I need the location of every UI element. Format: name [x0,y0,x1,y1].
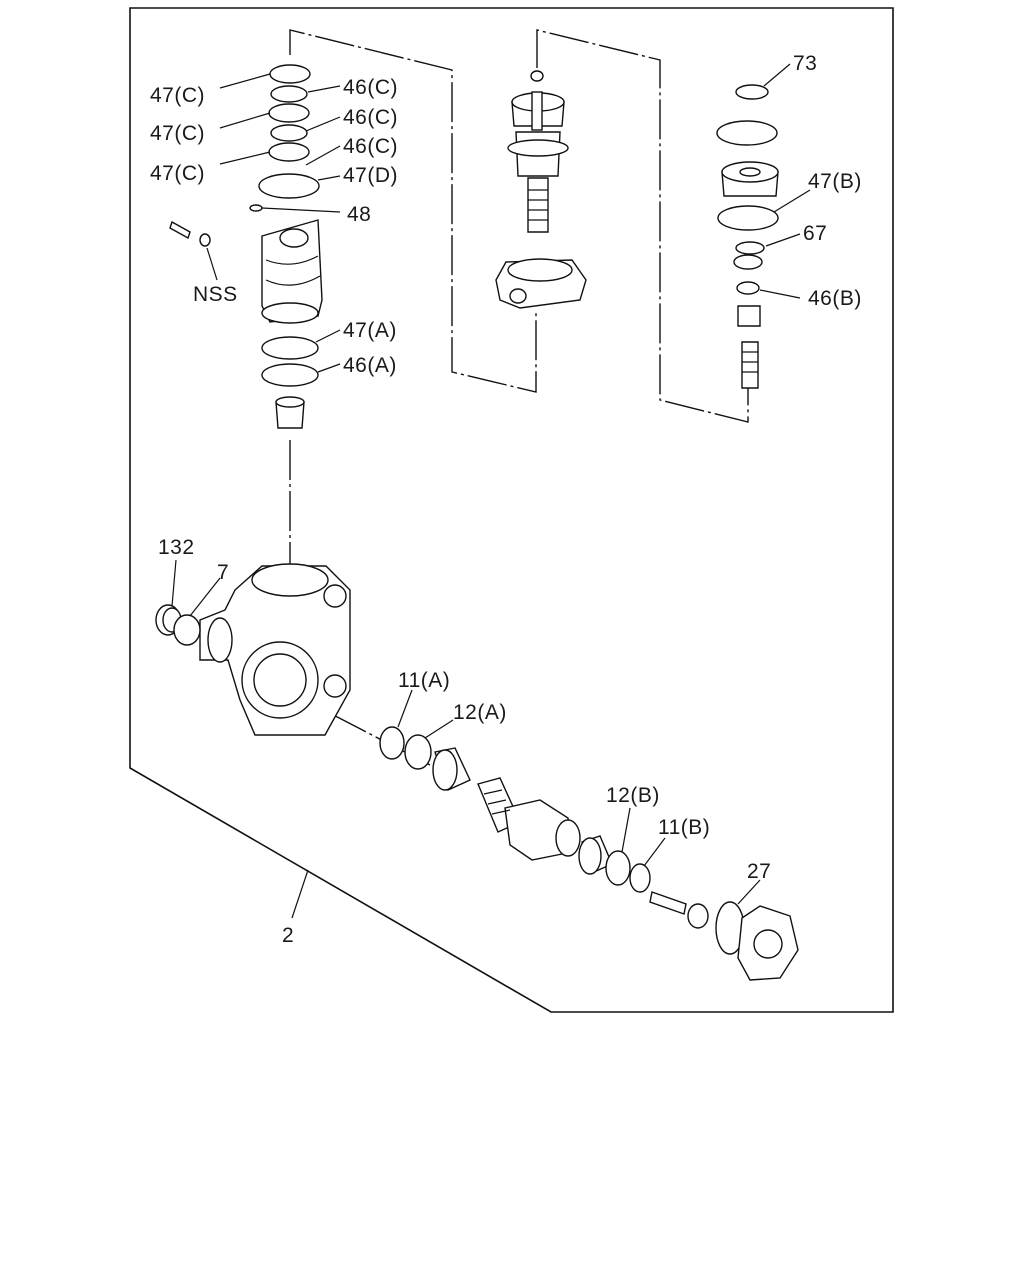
ring-47b [717,205,779,231]
needle-bearing-b [578,835,613,875]
label-46c-3: 46(C) [343,135,398,158]
assembly-frame [129,7,894,1013]
ring-12b [605,850,631,886]
label-nss: NSS [193,283,238,306]
ring-46c-2 [270,124,308,142]
label-47b: 47(B) [808,170,862,193]
label-11a: 11(A) [398,669,450,692]
label-47c-1: 47(C) [150,84,205,107]
bearing-67 [735,241,765,255]
ring-47c-2 [268,103,310,123]
ring-47d [258,173,320,199]
ring-46c-1 [270,85,308,103]
label-46b: 46(B) [808,287,862,310]
label-132: 132 [158,536,195,559]
input-shaft [737,305,761,389]
label-73: 73 [793,52,817,75]
ring-11a [379,726,405,760]
gear-housing [199,563,351,736]
ring-47c-1 [269,64,311,84]
label-2: 2 [282,924,294,947]
label-47c-3: 47(C) [150,162,205,185]
leader-lines [171,63,811,919]
label-46c-1: 46(C) [343,76,398,99]
label-27: 27 [747,860,771,883]
ring-upper-right [716,120,778,146]
bolt-nss [169,220,211,247]
bearing-lower [733,254,763,270]
seal-ring-stack [249,64,320,212]
valve-assembly [507,70,569,233]
label-46c-2: 46(C) [343,106,398,129]
label-47a: 47(A) [343,319,397,342]
label-11b: 11(B) [658,816,710,839]
label-12b: 12(B) [606,784,660,807]
ring-46a [261,363,319,387]
label-47d: 47(D) [343,164,398,187]
ring-47a [261,336,319,360]
label-67: 67 [803,222,827,245]
sector-shaft [477,777,581,861]
adjuster-plug [721,161,779,197]
ring-7 [173,614,201,646]
valve-housing-cap [495,258,587,309]
washer-73 [735,84,769,100]
piston [261,219,323,324]
label-48: 48 [347,203,371,226]
ring-46b [736,281,760,295]
ring-12a [404,734,432,770]
connector-line-left [289,29,537,393]
label-7: 7 [217,561,229,584]
label-47c-2: 47(C) [150,122,205,145]
adjust-screw [649,891,709,929]
label-12a: 12(A) [453,701,507,724]
label-46a: 46(A) [343,354,397,377]
needle-bearing-a [432,747,471,791]
piston-nut [275,396,305,429]
ring-48 [249,204,263,212]
ring-47c-3 [268,142,310,162]
connector-line-right [536,29,749,423]
side-cover [737,905,799,981]
ring-11b [629,863,651,893]
